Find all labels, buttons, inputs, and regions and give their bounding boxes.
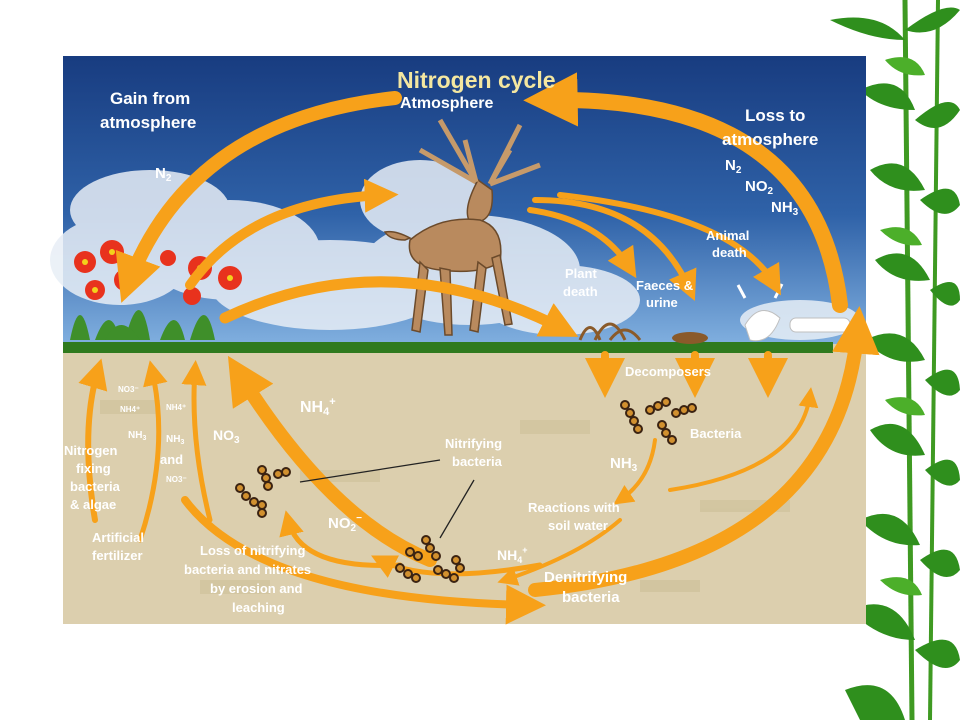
arrow-bacteria-to-nh3	[613, 438, 657, 505]
gain-label-line1: Gain from	[110, 89, 190, 108]
plant-death-line2: death	[563, 284, 598, 299]
arrow-fixing-bacteria	[78, 358, 108, 523]
loss-nitrifying-line1: Loss of nitrifying	[200, 543, 306, 558]
small-no3-label: NO3⁻	[118, 385, 139, 394]
loss-nitrifying-line3: by erosion and	[210, 581, 303, 596]
fixing-line4: & algae	[70, 497, 116, 512]
small-nh4-mid-label: NH4⁺	[166, 403, 186, 412]
arrow-fertilizer	[137, 360, 168, 543]
fertilizer-line2: fertilizer	[92, 548, 143, 563]
arrow-plants-to-plant-death	[219, 276, 579, 337]
fixing-line3: bacteria	[70, 479, 121, 494]
no3-mid-label: NO3	[213, 427, 240, 446]
arrow-deer-to-plant-death	[527, 207, 637, 279]
atmosphere-label: Atmosphere	[400, 95, 493, 112]
arrow-nitrifying-to-plants	[227, 355, 437, 567]
faeces-line1: Faeces &	[636, 278, 693, 293]
plant-death-illustration	[578, 322, 642, 341]
animal-death-line2: death	[712, 245, 747, 260]
arrow-loss-to-atmosphere	[523, 72, 848, 313]
fixing-line1: Nitrogen	[64, 443, 118, 458]
bamboo-decoration	[830, 0, 960, 720]
nitrifying-line2: bacteria	[452, 454, 503, 469]
decomposers-label: Decomposers	[625, 364, 711, 379]
arrow-plants-to-deer	[185, 178, 399, 290]
reactions-line2: soil water	[548, 518, 608, 533]
diagram-title: Nitrogen cycle	[397, 67, 556, 93]
small-nh3-left-label: NH3	[128, 430, 146, 442]
no2-mid-label: NO2−	[328, 513, 362, 534]
loss-no2-label: NO2	[745, 178, 774, 197]
plant-death-line1: Plant	[565, 266, 597, 281]
nitrifying-line1: Nitrifying	[445, 436, 502, 451]
arrow-no2-loop	[279, 510, 403, 568]
loss-label-line2: atmosphere	[722, 130, 818, 149]
ground-line	[63, 342, 833, 353]
nh4-big-label: NH4+	[300, 396, 336, 418]
loss-n2-label: N2	[725, 157, 742, 176]
reactions-line1: Reactions with	[528, 500, 620, 515]
nh4-low-label: NH4+	[497, 545, 528, 565]
fertilizer-line1: Artificial	[92, 530, 144, 545]
arrow-bacteria-to-atmosphere	[668, 387, 819, 492]
nitrifying-bacteria-left-illustration	[235, 465, 291, 518]
loss-nitrifying-line2: bacteria and nitrates	[184, 562, 311, 577]
denitrifying-bacteria-illustration	[395, 535, 465, 583]
arrow-deer-to-faeces	[532, 197, 697, 301]
arrow-reactions-loop	[497, 518, 622, 586]
cycle-arrows	[78, 72, 880, 625]
gain-label-line2: atmosphere	[100, 113, 196, 132]
nitrifying-pointer-line-2	[439, 479, 475, 539]
loss-nh3-label: NH3	[771, 199, 799, 218]
arrow-soil-to-atmosphere	[528, 306, 880, 597]
denitrifying-line1: Denitrifying	[544, 569, 627, 586]
arrow-nitrate-to-plants	[181, 360, 213, 523]
denitrifying-line2: bacteria	[562, 589, 620, 606]
loss-label-line1: Loss to	[745, 106, 805, 125]
faeces-illustration	[672, 332, 708, 344]
arrow-leaching	[181, 496, 546, 625]
fixing-line2: fixing	[76, 461, 111, 476]
loss-nitrifying-line4: leaching	[232, 600, 285, 615]
animal-death-line1: Animal	[706, 228, 749, 243]
small-nh3-mid-label: NH3	[166, 434, 184, 446]
gain-n2-label: N2	[155, 165, 172, 184]
decomposer-bacteria-illustration	[620, 397, 697, 445]
arrow-gain-from-atmosphere	[115, 91, 402, 303]
nh3-right-label: NH3	[610, 455, 638, 474]
soil-panel	[63, 344, 866, 624]
and-label: and	[160, 452, 183, 467]
arrow-deer-to-animal-death	[557, 192, 781, 296]
small-nh4-left-label: NH4⁺	[120, 405, 140, 414]
bacteria-label: Bacteria	[690, 426, 742, 441]
small-no3-mid-label: NO3⁻	[166, 475, 187, 484]
nitrifying-pointer-line-1	[299, 459, 441, 483]
faeces-line2: urine	[646, 295, 678, 310]
